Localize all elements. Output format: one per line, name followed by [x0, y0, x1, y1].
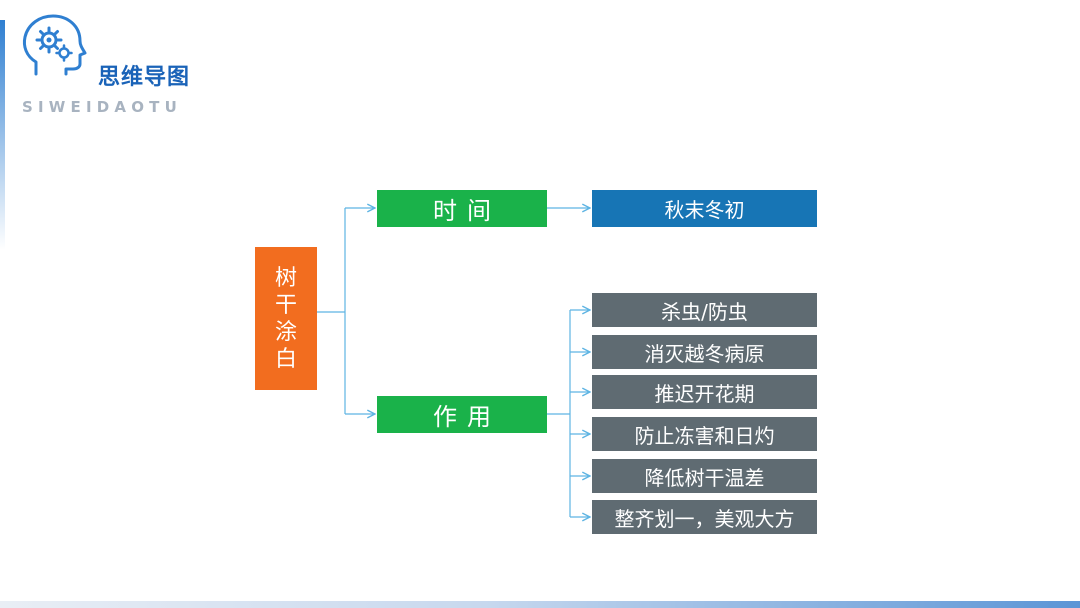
leaf-effect-2: 消灭越冬病原: [592, 335, 817, 369]
leaf-effect-3: 推迟开花期: [592, 375, 817, 409]
leaf-effect-1: 杀虫/防虫: [592, 293, 817, 327]
logo: 思维导图 SIWEIDAOTU: [18, 12, 198, 116]
branch-effect: 作用: [377, 396, 547, 433]
leaf-time: 秋末冬初: [592, 190, 817, 227]
left-accent-bar: [0, 20, 5, 250]
logo-title: 思维导图: [98, 65, 191, 90]
leaf-effect-6: 整齐划一，美观大方: [592, 500, 817, 534]
leaf-effect-5: 降低树干温差: [592, 459, 817, 493]
bottom-gradient-bar: [0, 601, 1080, 608]
leaf-effect-4: 防止冻害和日灼: [592, 417, 817, 451]
branch-time: 时间: [377, 190, 547, 227]
logo-subtitle: SIWEIDAOTU: [22, 98, 182, 116]
root-node: 树干涂白: [255, 247, 317, 390]
head-gears-icon: [22, 14, 87, 76]
